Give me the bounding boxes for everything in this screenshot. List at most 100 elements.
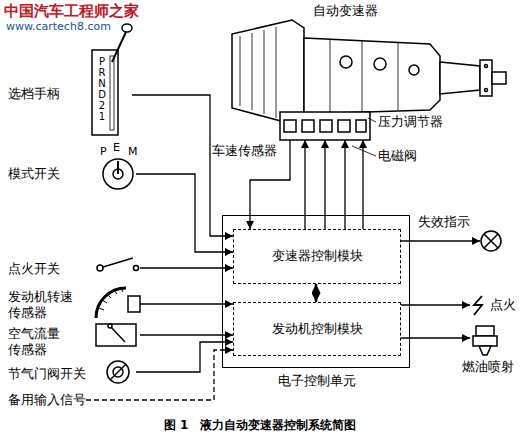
transmission-drawing-part bbox=[340, 56, 352, 68]
transmission-drawing-part bbox=[320, 120, 332, 132]
transmission-drawing-part bbox=[304, 38, 440, 114]
mode-switch-icon-part bbox=[117, 161, 119, 174]
module-box: 发动机控制模块 bbox=[233, 302, 401, 356]
warning-lamp: 失效指示 bbox=[480, 230, 502, 252]
mode-letter: P bbox=[100, 145, 107, 159]
throttle-switch-icon-part bbox=[110, 364, 126, 380]
transmission-drawing-part bbox=[485, 65, 488, 68]
airflow-sensor: 空气流量传感器 bbox=[95, 322, 140, 348]
node-label: 选档手柄 bbox=[8, 86, 60, 102]
transmission-drawing-part bbox=[338, 120, 350, 132]
transmission-drawing-part bbox=[409, 65, 419, 75]
mode-letter: M bbox=[128, 145, 138, 159]
airflow-sensor-icon-part bbox=[110, 326, 125, 342]
node-label: 发动机转速传感器 bbox=[8, 289, 73, 322]
transmission-drawing bbox=[232, 20, 506, 140]
ignition-switch: 点火开关 bbox=[95, 258, 140, 278]
airflow-sensor-icon-part bbox=[96, 324, 136, 346]
spark-icon bbox=[474, 296, 482, 315]
transmission-drawing-part bbox=[485, 89, 488, 92]
leader-line bbox=[352, 118, 376, 156]
injector-output: 燃油喷射 bbox=[470, 324, 498, 358]
signal-connector bbox=[86, 350, 233, 400]
ignition-switch-icon bbox=[97, 258, 139, 271]
signal-connector bbox=[140, 267, 233, 268]
mode-switch-icon-part bbox=[103, 159, 133, 189]
ignition-switch-icon-part bbox=[134, 266, 139, 271]
shift-lever-icon-part bbox=[110, 56, 114, 130]
watermark: www.cartech8.com bbox=[6, 20, 111, 34]
spark-output: 点火 bbox=[470, 295, 488, 315]
transmission-drawing-part bbox=[480, 60, 492, 96]
transmission-drawing-part bbox=[374, 58, 386, 70]
transmission-drawing-part bbox=[280, 112, 370, 140]
node-label: 发动机控制模块 bbox=[272, 321, 363, 337]
throttle-switch-icon bbox=[107, 361, 129, 383]
transmission-drawing-part bbox=[240, 27, 276, 118]
mode-switch-icon bbox=[103, 159, 133, 189]
figure-caption: 图 1 液力自动变速器控制系统简图 bbox=[0, 418, 520, 433]
transmission-drawing-part bbox=[330, 40, 398, 112]
part-name: 电磁阀 bbox=[378, 148, 417, 164]
transmission-drawing-part bbox=[232, 20, 304, 124]
transmission: 自动变速器 bbox=[226, 2, 512, 140]
part-name: 车速传感器 bbox=[212, 143, 277, 159]
mode-letter: E bbox=[113, 141, 120, 155]
ignition-switch-icon-part bbox=[97, 265, 103, 271]
warning-lamp-icon-part bbox=[481, 231, 501, 251]
signal-connector bbox=[140, 303, 233, 304]
shift-lever-icon-part bbox=[92, 50, 118, 135]
transmission-drawing-part bbox=[440, 62, 480, 94]
injector-icon-part bbox=[473, 336, 497, 346]
signal-connector bbox=[136, 342, 233, 372]
warning-lamp-icon bbox=[481, 231, 501, 251]
signal-connector bbox=[401, 337, 470, 338]
airflow-sensor-icon bbox=[96, 324, 136, 346]
node-label: 燃油喷射 bbox=[462, 359, 514, 375]
signal-connector bbox=[136, 174, 233, 252]
signal-connector bbox=[401, 240, 480, 241]
transmission-drawing-part bbox=[356, 120, 366, 132]
shift-lever-icon bbox=[92, 24, 132, 135]
module-box: 变速器控制模块 bbox=[233, 229, 401, 284]
shift-lever-icon-part bbox=[112, 32, 126, 62]
speed-sensor-icon bbox=[96, 288, 140, 318]
node-label: 节气门阀开关 bbox=[8, 366, 86, 382]
node-label: 失效指示 bbox=[418, 214, 470, 230]
node-label: 电子控制单元 bbox=[278, 373, 356, 389]
speed-sensor: 发动机转速传感器 bbox=[95, 288, 140, 318]
part-name: 压力调节器 bbox=[378, 114, 443, 130]
warning-lamp-icon-part bbox=[484, 234, 498, 248]
shift-lever: 选档手柄 bbox=[90, 48, 132, 138]
signal-connector bbox=[315, 284, 318, 302]
transmission-drawing-part bbox=[302, 120, 314, 132]
node-label: 点火 bbox=[490, 297, 516, 313]
injector-icon bbox=[473, 326, 497, 355]
node-label: 空气流量传感器 bbox=[8, 326, 60, 359]
speed-sensor-icon-part bbox=[99, 288, 123, 310]
node-label: 模式开关 bbox=[8, 166, 60, 182]
node-label: 备用输入信号 bbox=[8, 392, 86, 408]
node-label: 自动变速器 bbox=[313, 3, 378, 19]
signal-connector bbox=[140, 334, 233, 335]
signal-connector bbox=[132, 95, 233, 236]
injector-icon-part bbox=[479, 346, 491, 355]
speed-sensor-icon-part bbox=[128, 296, 140, 312]
throttle-switch: 节气门阀开关 bbox=[100, 360, 136, 384]
watermark: 中国汽车工程师之家 bbox=[4, 2, 139, 21]
transmission-drawing-part bbox=[284, 120, 296, 132]
gear-letters: PRND21 bbox=[97, 56, 107, 122]
airflow-sensor-icon-part bbox=[108, 324, 112, 328]
backup-input: 备用输入信号 bbox=[8, 392, 86, 408]
transmission-drawing-part bbox=[492, 72, 506, 84]
signal-connector bbox=[401, 304, 470, 305]
ignition-switch-icon-part bbox=[103, 258, 133, 267]
ecu-box: 电子控制单元变速器控制模块发动机控制模块 bbox=[222, 215, 410, 368]
node-label: 点火开关 bbox=[8, 261, 60, 277]
node-label: 变速器控制模块 bbox=[272, 248, 363, 264]
injector-icon-part bbox=[476, 326, 494, 336]
throttle-switch-icon-part bbox=[107, 361, 129, 383]
speed-sensor-icon-part bbox=[96, 288, 126, 318]
